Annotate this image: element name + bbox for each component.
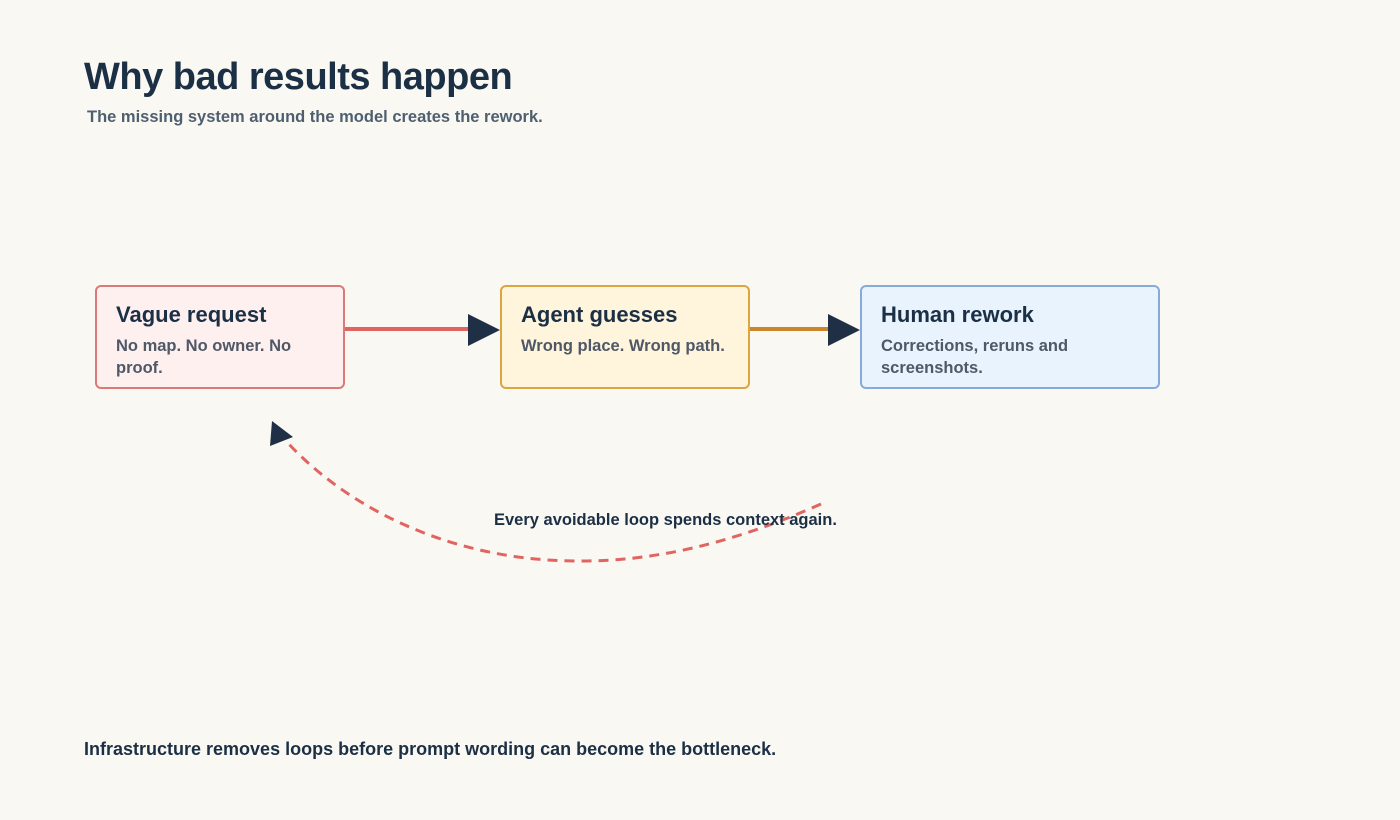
node-body: Corrections, reruns and screenshots. bbox=[881, 337, 1069, 377]
node-title: Human rework bbox=[881, 302, 1034, 327]
rework-loop-edge bbox=[285, 440, 822, 563]
loop-label: Every avoidable loop spends context agai… bbox=[494, 511, 837, 529]
node-body: No map. No owner. No proof. bbox=[116, 337, 292, 377]
node-human-rework: Human rework Corrections, reruns and scr… bbox=[860, 285, 1160, 389]
arrowhead-to-agent bbox=[468, 314, 500, 346]
arrowhead-to-human bbox=[828, 314, 860, 346]
node-body: Wrong place. Wrong path. bbox=[521, 337, 725, 355]
page-subtitle: The missing system around the model crea… bbox=[87, 108, 543, 126]
node-title: Agent guesses bbox=[521, 302, 678, 327]
node-vague-request: Vague request No map. No owner. No proof… bbox=[95, 285, 345, 389]
node-agent-guesses: Agent guesses Wrong place. Wrong path. bbox=[500, 285, 750, 389]
footer-note: Infrastructure removes loops before prom… bbox=[84, 739, 777, 759]
page-title: Why bad results happen bbox=[84, 56, 513, 98]
arrowhead-loop bbox=[270, 421, 293, 446]
node-title: Vague request bbox=[116, 302, 267, 327]
